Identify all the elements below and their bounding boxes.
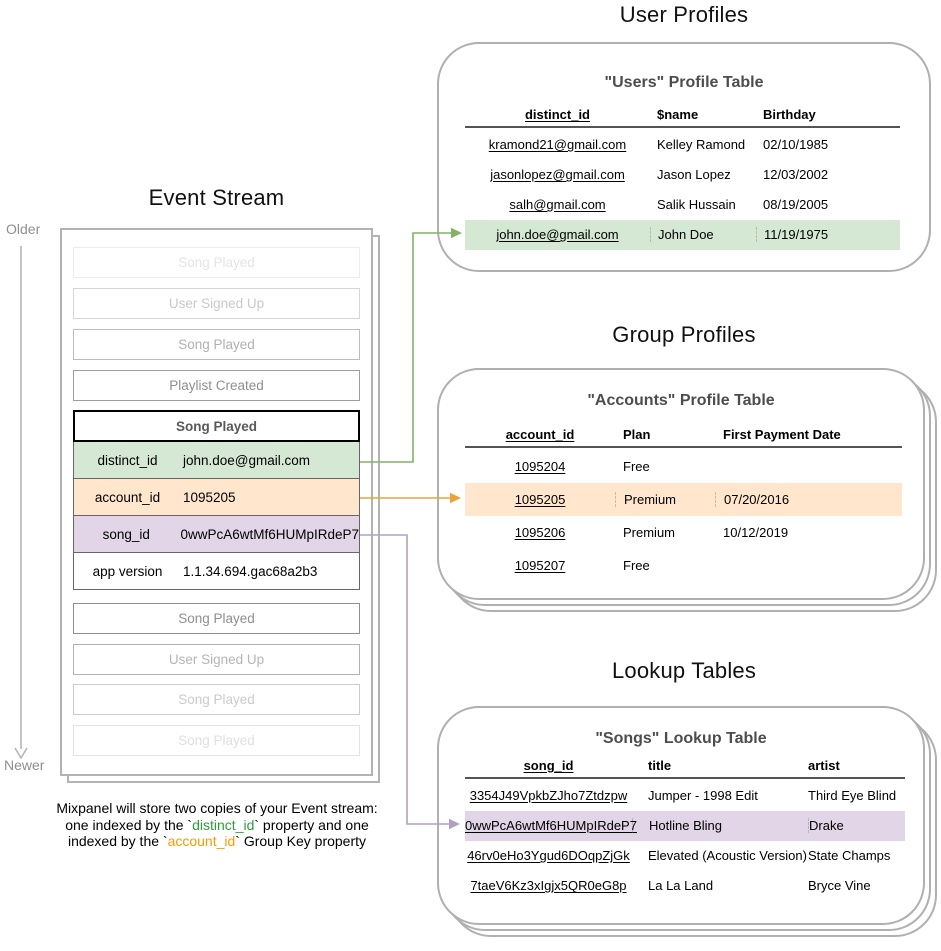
property-row-song-id: song_id 0wwPcA6wtMf6HUMpIRdeP7 (73, 515, 360, 553)
column-header: title (648, 757, 672, 773)
table-row-highlighted: 0wwPcA6wtMf6HUMpIRdeP7 Hotline Bling Dra… (465, 810, 905, 841)
table-row: salh@gmail.com Salik Hussain 08/19/2005 (509, 197, 829, 212)
property-value: 1.1.34.694.gac68a2b3 (183, 563, 318, 579)
event-item: Song Played (73, 329, 360, 360)
songs-table: song_id title artist 3354J49VpkbZJho7Ztd… (465, 753, 905, 901)
timeline-newer-label: Newer (4, 757, 45, 773)
table-row: jasonlopez@gmail.com Jason Lopez 12/03/2… (490, 167, 829, 182)
caption-line-1: Mixpanel will store two copies of your E… (56, 800, 378, 816)
property-key: account_id (94, 489, 161, 505)
column-header: song_id (523, 757, 574, 773)
column-header: Plan (623, 426, 651, 442)
accounts-table-title: "Accounts" Profile Table (587, 392, 775, 409)
user-profiles-heading: User Profiles (619, 2, 749, 27)
songs-table-title: "Songs" Lookup Table (595, 730, 767, 747)
column-header: artist (808, 757, 840, 773)
property-value: 1095205 (183, 489, 236, 505)
property-row-app-version: app version 1.1.34.694.gac68a2b3 (73, 552, 360, 590)
property-value: john.doe@gmail.com (183, 452, 311, 468)
property-value: 0wwPcA6wtMf6HUMpIRdeP7 (180, 526, 359, 542)
caption-line-3: indexed by the `account_id` Group Key pr… (67, 833, 367, 849)
table-row-highlighted: 1095205 Premium 07/20/2016 (465, 482, 902, 516)
property-key: distinct_id (97, 452, 158, 468)
header-divider (465, 777, 905, 779)
caption-line-2: one indexed by the `distinct_id` propert… (65, 816, 369, 833)
column-header: Birthday (763, 107, 816, 122)
table-row: 3354J49VpkbZJho7Ztdzpw Jumper - 1998 Edi… (469, 788, 897, 803)
event-item: Song Played (73, 684, 360, 715)
table-row: 1095206 Premium 10/12/2019 (514, 524, 789, 540)
header-divider (465, 126, 900, 128)
event-item: User Signed Up (73, 644, 360, 675)
group-profiles-heading: Group Profiles (612, 322, 756, 347)
songs-table-header: song_id title artist (465, 753, 905, 777)
lookup-tables-heading: Lookup Tables (611, 658, 757, 683)
table-row-highlighted: john.doe@gmail.com John Doe 11/19/1975 (465, 219, 900, 250)
focal-event-title: Song Played (73, 410, 360, 442)
timeline-older-label: Older (6, 221, 41, 237)
table-row: 1095204 Free (514, 458, 650, 474)
table-row: 46rv0eHo3Ygud6DOqpZjGk Elevated (Acousti… (467, 848, 891, 863)
table-row: 7taeV6Kz3xIgjx5QR0eG8p La La Land Bryce … (470, 878, 871, 893)
event-item: Song Played (73, 603, 360, 634)
caption: Mixpanel will store two copies of your E… (28, 800, 406, 850)
event-stream-heading: Event Stream (148, 185, 285, 210)
users-table: distinct_id $name Birthday kramond21@gma… (465, 103, 900, 250)
event-item: Song Played (73, 725, 360, 756)
event-item: Playlist Created (73, 370, 360, 401)
column-header: First Payment Date (723, 426, 841, 442)
table-row: kramond21@gmail.com Kelley Ramond 02/10/… (488, 137, 829, 152)
accounts-table: account_id Plan First Payment Date 10952… (465, 422, 902, 582)
property-key: song_id (102, 526, 150, 542)
property-key: app version (92, 563, 163, 579)
property-row-account-id: account_id 1095205 (73, 478, 360, 516)
column-header: account_id (505, 426, 575, 442)
caption-account-id-keyword: account_id (167, 833, 236, 849)
users-table-title: "Users" Profile Table (604, 74, 764, 91)
caption-distinct-id-keyword: distinct_id (192, 816, 255, 833)
column-header: $name (657, 107, 699, 122)
column-header: distinct_id (524, 107, 590, 122)
focal-event-card: Song Played distinct_id john.doe@gmail.c… (73, 410, 360, 590)
header-divider (465, 446, 902, 448)
property-row-distinct-id: distinct_id john.doe@gmail.com (73, 441, 360, 479)
accounts-table-header: account_id Plan First Payment Date (465, 422, 902, 446)
event-item: Song Played (73, 247, 360, 278)
event-item: User Signed Up (73, 288, 360, 319)
timeline-arrow-icon (14, 246, 28, 760)
users-table-header: distinct_id $name Birthday (465, 103, 900, 126)
table-row: 1095207 Free (514, 557, 650, 573)
